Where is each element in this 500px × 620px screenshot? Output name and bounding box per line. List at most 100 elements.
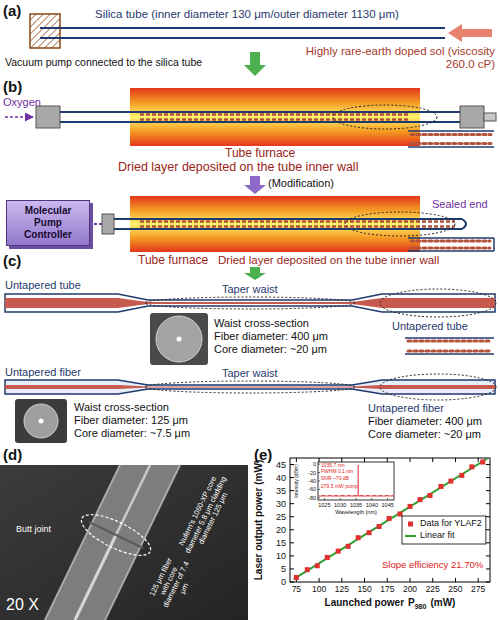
tick-mark xyxy=(318,481,320,482)
tick-label: 1040 xyxy=(366,502,378,508)
data-point xyxy=(367,530,372,535)
tick-label: 35 xyxy=(276,485,286,495)
data-point xyxy=(356,535,361,540)
zoom-ellipse xyxy=(380,374,496,400)
tube-deposit xyxy=(5,298,495,308)
tick-mark xyxy=(318,497,320,498)
tick-mark xyxy=(340,498,341,500)
inset-frame xyxy=(318,462,394,500)
tick-mark xyxy=(486,555,490,556)
tick-mark xyxy=(296,458,297,462)
tapered-fiber xyxy=(5,380,495,394)
tick-label: 0 xyxy=(281,577,286,587)
layer-label: Dried layer deposited on the tube inner … xyxy=(218,254,439,267)
cross-section-core xyxy=(39,419,44,424)
data-point xyxy=(346,544,351,549)
zoom-wall xyxy=(408,237,494,239)
tick-mark xyxy=(486,582,490,583)
axis-title: (mW) xyxy=(430,597,455,609)
tick-label: 5 xyxy=(281,564,286,574)
tick-mark xyxy=(290,516,294,517)
dried-layer xyxy=(140,220,455,223)
data-point xyxy=(459,473,464,478)
inset-note: SNR ~70 dB xyxy=(321,476,349,482)
silica-tube-wall xyxy=(114,228,462,230)
tick-mark xyxy=(432,578,433,582)
data-point xyxy=(387,516,392,521)
zoom-layer xyxy=(408,350,491,353)
data-point xyxy=(325,555,330,560)
tapered-tube xyxy=(5,294,495,312)
spec-label: Waist cross-section xyxy=(214,317,309,330)
zoom-wall xyxy=(408,250,494,252)
tick-mark xyxy=(486,490,490,491)
micrograph-label: 125 μm fiber with core diameter of 7.4 μ… xyxy=(145,551,200,616)
tick-label: 150 xyxy=(357,585,371,595)
tick-mark xyxy=(486,477,490,478)
tick-mark xyxy=(318,489,320,490)
vacuum-hose xyxy=(94,223,102,225)
micrograph xyxy=(0,465,248,620)
tick-label: 100 xyxy=(312,585,326,595)
inset-note: 1035.7 nm xyxy=(321,463,345,469)
inset-axis-title: Intensity (dBm) xyxy=(294,464,300,498)
tick-label: 25 xyxy=(276,512,286,522)
zoom-layer xyxy=(411,133,491,136)
spec-label: Core diameter: ~20 μm xyxy=(368,428,481,441)
cross-section-image xyxy=(15,399,67,443)
tick-label: 1025 xyxy=(318,502,330,508)
tube-fitting xyxy=(36,106,60,128)
tick-label: 75 xyxy=(292,585,301,595)
tick-label: 275 xyxy=(471,585,485,595)
data-point xyxy=(428,493,433,498)
tick-mark xyxy=(410,578,411,582)
zoom-wall xyxy=(405,353,494,355)
data-point xyxy=(305,567,310,572)
axis-title: P xyxy=(408,597,415,609)
axis-title: Laser output power (mW) xyxy=(253,460,265,581)
zoom-ellipse xyxy=(345,212,455,236)
tick-label: 0 xyxy=(313,461,316,467)
zoom-wall xyxy=(405,337,494,339)
tick-label: 175 xyxy=(380,585,394,595)
tick-mark xyxy=(290,555,294,556)
part-label: Taper waist xyxy=(222,367,278,380)
plot-frame xyxy=(290,458,490,582)
tick-mark xyxy=(364,458,365,462)
tick-label: 1045 xyxy=(382,502,394,508)
tick-mark xyxy=(324,498,325,500)
tick-label: 40 xyxy=(276,472,286,482)
data-point xyxy=(294,575,299,580)
axis-title: Launched power xyxy=(325,597,404,609)
tick-mark xyxy=(486,464,490,465)
zoom-layer xyxy=(411,247,490,250)
data-point xyxy=(315,563,320,568)
panel-label: (a) xyxy=(3,2,21,19)
tick-mark xyxy=(455,458,456,462)
micrograph-label: Butt joint xyxy=(16,524,51,534)
tick-mark xyxy=(486,529,490,530)
fit-note: Slope efficiency 21.70% xyxy=(382,560,483,571)
panel-label: (d) xyxy=(3,446,22,463)
tick-mark xyxy=(486,503,490,504)
tick-mark xyxy=(364,578,365,582)
tick-mark xyxy=(290,568,294,569)
tick-mark xyxy=(290,582,294,583)
zoom-wall xyxy=(408,130,494,132)
modification-arrow xyxy=(244,176,266,194)
tube-furnace xyxy=(130,88,420,146)
tick-label: 45 xyxy=(276,459,286,469)
tick-mark xyxy=(486,542,490,543)
inset-note: 279.5 mW pump xyxy=(321,484,358,490)
data-point xyxy=(469,464,474,469)
zoom-ellipse xyxy=(145,381,355,393)
spec-label: Fiber diameter: 400 μm xyxy=(214,330,328,343)
tick-mark xyxy=(432,458,433,462)
fiber-core xyxy=(5,385,495,389)
fit-line xyxy=(294,459,488,580)
part-label: Untapered fiber xyxy=(368,402,444,415)
spec-label: Waist cross-section xyxy=(74,401,169,414)
zoom-ellipse xyxy=(145,297,355,309)
zoom-layer xyxy=(411,142,491,145)
